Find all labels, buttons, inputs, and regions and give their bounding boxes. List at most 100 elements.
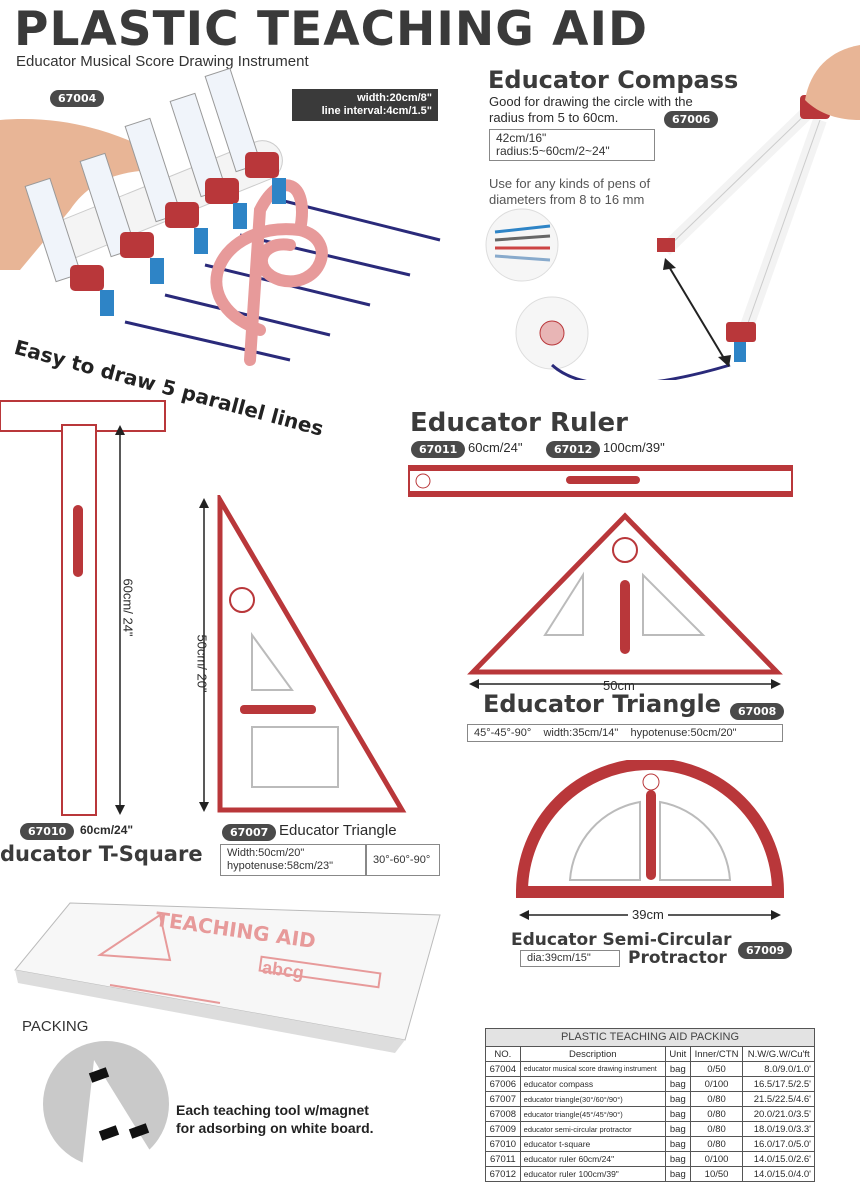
cell-weight: 8.0/9.0/1.0' <box>742 1061 815 1077</box>
cell-description: educator ruler 100cm/39" <box>519 1166 666 1182</box>
protractor-illustration <box>515 760 785 920</box>
tsquare-dimension: 60cm/ 24" <box>120 578 136 637</box>
triangle45-title: Educator Triangle <box>483 690 721 718</box>
magnet-text-1: Each teaching tool w/magnet <box>176 1102 369 1118</box>
tsquare-code-badge: 67010 <box>20 823 75 840</box>
table-row: 67008 educator triangle(45°/45°/90°) bag… <box>485 1106 815 1122</box>
packing-label: PACKING <box>22 1018 89 1035</box>
cell-no: 67008 <box>485 1106 521 1122</box>
packing-table: PLASTIC TEACHING AID PACKING NO. Descrip… <box>485 1028 815 1182</box>
cell-no: 67011 <box>485 1151 521 1167</box>
cell-unit: bag <box>664 1136 691 1152</box>
table-row: 67010 educator t-square bag 0/80 16.0/17… <box>485 1136 815 1152</box>
triangle3060-title: Educator Triangle <box>279 822 397 839</box>
cell-no: 67012 <box>485 1166 521 1182</box>
triangle3060-spec-box: Width:50cm/20" hypotenuse:58cm/23" <box>220 844 366 876</box>
cell-unit: bag <box>664 1121 691 1137</box>
magnet-illustration <box>43 1041 169 1168</box>
score-spec-interval: line interval:4cm/1.5" <box>321 105 432 117</box>
table-row: 67006 educator compass bag 0/100 16.5/17… <box>485 1076 815 1092</box>
cell-no: 67004 <box>485 1061 521 1077</box>
cell-unit: bag <box>664 1166 691 1182</box>
cell-unit: bag <box>664 1061 691 1077</box>
triangle45-width: width:35cm/14" <box>543 727 619 739</box>
ruler-code2-badge: 67012 <box>546 441 601 458</box>
col-header-inner: Inner/CTN <box>689 1046 744 1062</box>
cell-description: educator t-square <box>519 1136 666 1152</box>
cell-inner: 0/50 <box>689 1061 744 1077</box>
table-row: 67004 educator musical score drawing ins… <box>485 1061 815 1077</box>
cell-inner: 0/80 <box>689 1091 744 1107</box>
cell-inner: 0/100 <box>689 1151 744 1167</box>
col-header-unit: Unit <box>664 1046 691 1062</box>
compass-desc-2: radius from 5 to 60cm. <box>489 110 619 125</box>
cell-description: educator musical score drawing instrumen… <box>519 1061 666 1077</box>
score-spec-width: width:20cm/8" <box>357 92 432 104</box>
cell-inner: 0/80 <box>689 1136 744 1152</box>
cell-inner: 0/80 <box>689 1106 744 1122</box>
score-instrument-illustration <box>0 67 441 366</box>
protractor-title-2: Protractor <box>628 948 727 968</box>
compass-code-badge: 67006 <box>664 111 719 128</box>
triangle45-hypotenuse: hypotenuse:50cm/20" <box>630 727 737 739</box>
score-code-badge: 67004 <box>50 90 105 107</box>
compass-spec-radius: radius:5~60cm/2~24" <box>496 144 610 158</box>
page-subtitle: Educator Musical Score Drawing Instrumen… <box>16 53 309 70</box>
protractor-dimension: 39cm <box>628 907 668 922</box>
cell-no: 67006 <box>485 1076 521 1092</box>
triangle3060-hypotenuse: hypotenuse:58cm/23" <box>227 860 334 872</box>
cell-weight: 16.5/17.5/2.5' <box>742 1076 815 1092</box>
cell-weight: 16.0/17.0/5.0' <box>742 1136 815 1152</box>
cell-description: educator triangle(45°/45°/90°) <box>519 1106 666 1122</box>
col-header-no: NO. <box>485 1046 521 1062</box>
tsquare-size: 60cm/24" <box>80 823 134 837</box>
ruler-illustration <box>408 465 793 497</box>
cell-unit: bag <box>664 1151 691 1167</box>
col-header-description: Description <box>519 1046 666 1062</box>
packing-box-illustration <box>14 902 441 1053</box>
page-title: PLASTIC TEACHING AID <box>14 2 649 57</box>
triangle45-dimension: 50cm <box>603 678 635 693</box>
ruler-title: Educator Ruler <box>410 408 628 438</box>
ruler-size2: 100cm/39" <box>603 440 665 455</box>
cell-weight: 14.0/15.0/2.6' <box>742 1151 815 1167</box>
tsquare-illustration <box>0 400 166 816</box>
cell-weight: 18.0/19.0/3.3' <box>742 1121 815 1137</box>
tsquare-title: ducator T-Square <box>0 842 203 866</box>
table-header-row: NO. Description Unit Inner/CTN N.W/G.W/C… <box>485 1046 815 1062</box>
table-row: 67011 educator ruler 60cm/24" bag 0/100 … <box>485 1151 815 1167</box>
triangle3060-angles: 30°-60°-90° <box>366 844 440 876</box>
cell-weight: 20.0/21.0/3.5' <box>742 1106 815 1122</box>
cell-description: educator compass <box>519 1076 666 1092</box>
protractor-dia: dia:39cm/15" <box>520 950 620 967</box>
cell-weight: 21.5/22.5/4.6' <box>742 1091 815 1107</box>
cell-inner: 10/50 <box>689 1166 744 1182</box>
triangle3060-illustration <box>199 495 407 813</box>
triangle3060-dimension: 50cm/ 20" <box>194 634 210 693</box>
ruler-code1-badge: 67011 <box>411 441 466 458</box>
compass-pens-2: diameters from 8 to 16 mm <box>489 192 645 207</box>
compass-pens-1: Use for any kinds of pens of <box>489 176 651 191</box>
compass-spec-size: 42cm/16" <box>496 131 547 145</box>
cell-unit: bag <box>664 1076 691 1092</box>
cell-inner: 0/100 <box>689 1076 744 1092</box>
table-caption: PLASTIC TEACHING AID PACKING <box>485 1028 815 1047</box>
compass-illustration <box>485 45 860 380</box>
cell-unit: bag <box>664 1091 691 1107</box>
cell-no: 67007 <box>485 1091 521 1107</box>
cell-unit: bag <box>664 1106 691 1122</box>
triangle45-illustration <box>467 512 783 689</box>
table-row: 67009 educator semi-circular protractor … <box>485 1121 815 1137</box>
compass-title: Educator Compass <box>488 66 739 94</box>
magnet-text-2: for adsorbing on white board. <box>176 1120 374 1136</box>
cell-description: educator ruler 60cm/24" <box>519 1151 666 1167</box>
table-row: 67012 educator ruler 100cm/39" bag 10/50… <box>485 1166 815 1182</box>
table-row: 67007 educator triangle(30°/60°/90°) bag… <box>485 1091 815 1107</box>
cell-no: 67010 <box>485 1136 521 1152</box>
protractor-code-badge: 67009 <box>738 942 793 959</box>
cell-weight: 14.0/15.0/4.0' <box>742 1166 815 1182</box>
triangle45-angles: 45°-45°-90° <box>474 727 532 739</box>
cell-inner: 0/80 <box>689 1121 744 1137</box>
triangle45-code-badge: 67008 <box>730 703 785 720</box>
cell-no: 67009 <box>485 1121 521 1137</box>
